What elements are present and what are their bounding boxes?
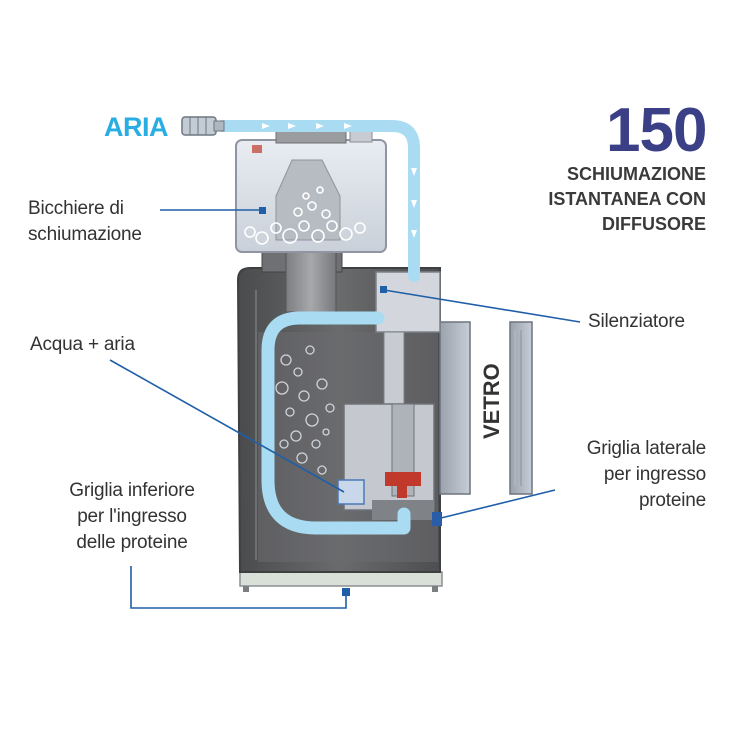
bottom-grid-line-3: delle proteine — [76, 532, 188, 553]
model-number: 150 — [606, 96, 707, 165]
bottom-grid-line-1: Griglia inferiore — [69, 480, 195, 501]
cup-label-line-2: schiumazione — [28, 224, 142, 245]
bottom-grid-line-2: per l'ingresso — [77, 506, 187, 527]
riser-tube — [285, 249, 337, 313]
water-air-label: Acqua + aria — [30, 334, 135, 355]
rising-bubbles — [275, 345, 335, 475]
cup-label-line-1: Bicchiere di — [28, 198, 124, 219]
side-grid-label: Griglia laterale per ingresso proteine — [586, 436, 707, 514]
diffuser-chamber — [337, 403, 442, 526]
side-grid-line-1: Griglia laterale — [586, 438, 707, 459]
side-grid-line-2: per ingresso — [603, 464, 706, 485]
air-inlet-connector-icon — [181, 116, 225, 136]
subtitle-line-3: DIFFUSORE — [601, 214, 706, 234]
bottom-grid-marker — [342, 588, 350, 596]
collection-cup — [235, 123, 387, 253]
air-line — [216, 120, 420, 282]
arrow-right-icon — [262, 123, 417, 238]
glass-label: VETRO — [479, 363, 504, 439]
circulation-tube — [261, 311, 411, 535]
leader-bottom-grid — [130, 566, 347, 609]
subtitle-line-2: ISTANTANEA CON — [548, 189, 706, 209]
air-label: ARIA — [104, 112, 169, 142]
cup-marker — [259, 207, 266, 214]
leader-silencer — [383, 289, 581, 323]
silencer-housing — [375, 271, 441, 413]
model-subtitle: SCHIUMAZIONE ISTANTANEA CON DIFFUSORE — [548, 162, 706, 237]
bottom-grid-label: Griglia inferiore per l'ingresso delle p… — [22, 478, 242, 556]
foam-bubbles — [244, 186, 366, 245]
leader-side-grid — [436, 489, 556, 520]
callout-lines — [109, 209, 581, 609]
silencer-label: Silenziatore — [588, 311, 685, 332]
base-plate — [239, 571, 443, 592]
leader-water-air — [109, 359, 345, 493]
water-air-mixing-point — [337, 479, 365, 505]
side-grid-line-3: proteine — [638, 490, 706, 511]
silencer-marker — [380, 286, 387, 293]
cup-label: Bicchiere di schiumazione — [28, 196, 142, 248]
aquarium-glass-section — [439, 321, 533, 495]
subtitle-line-1: SCHIUMAZIONE — [567, 164, 706, 184]
